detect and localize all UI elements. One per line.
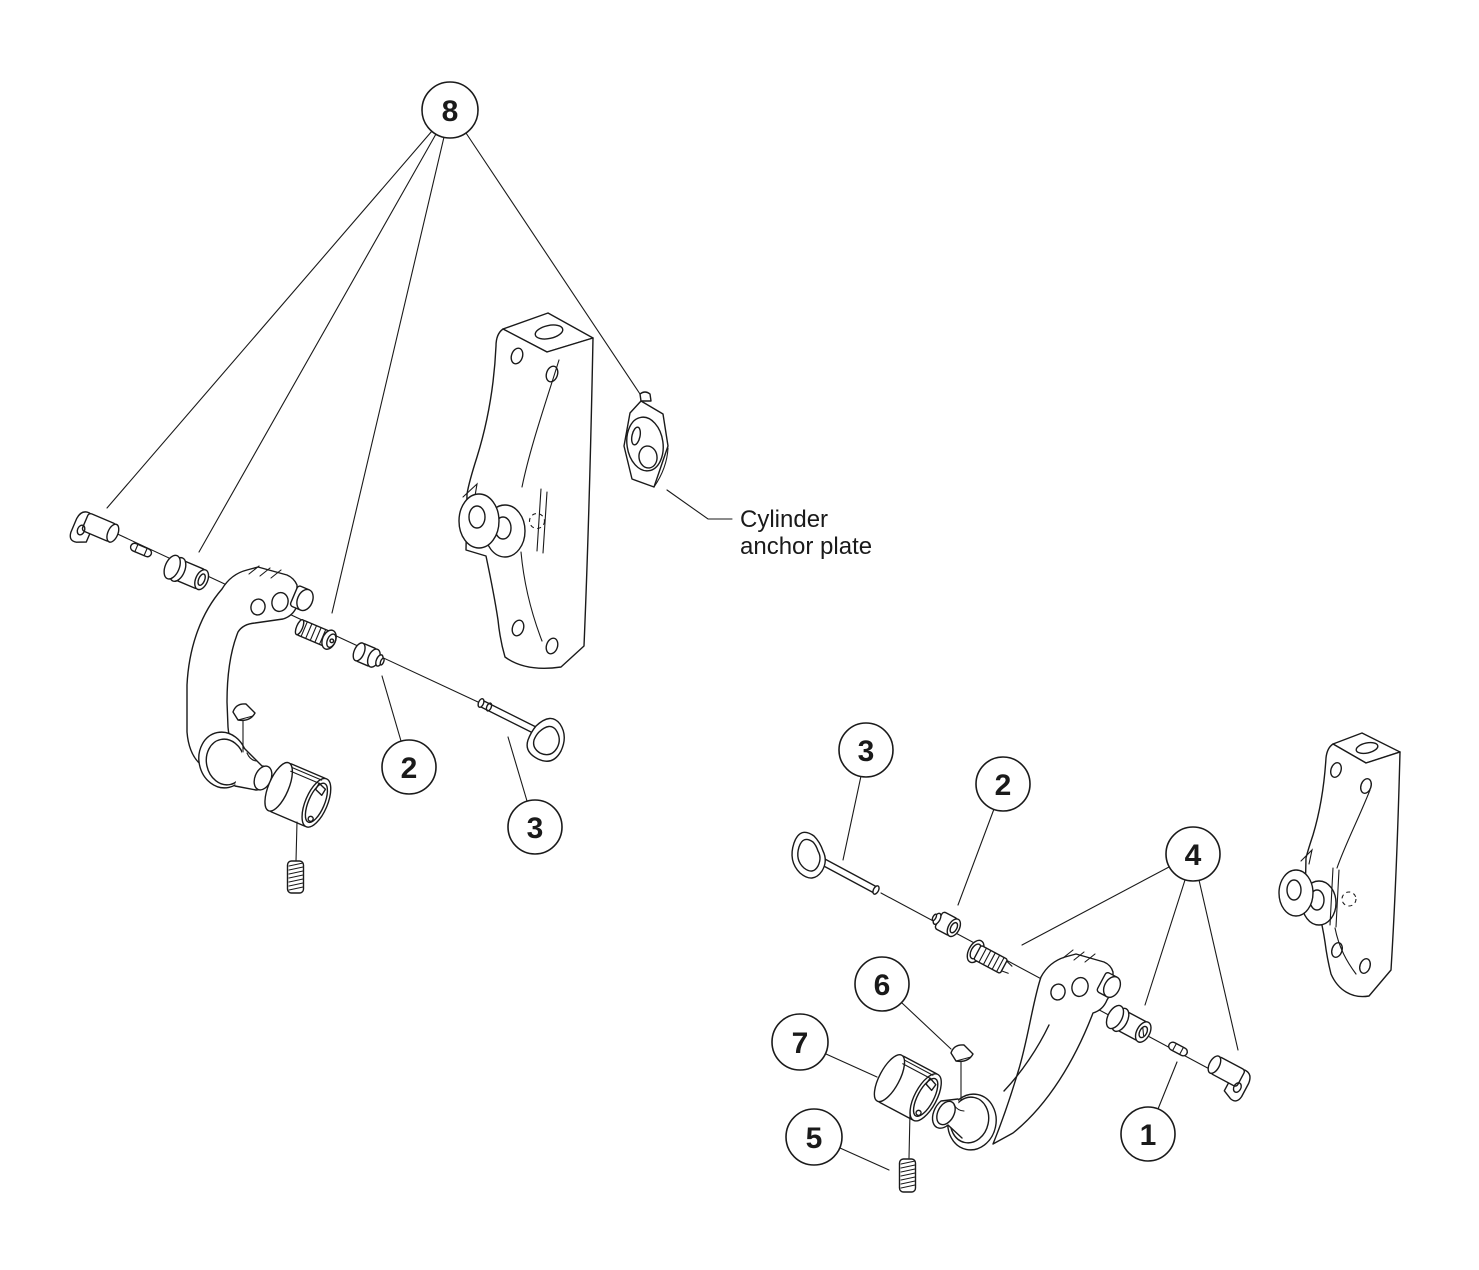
left-spindle [294, 619, 337, 650]
callout-right-4-number: 4 [1185, 839, 1202, 872]
anchor-plate-label-line1: Cylinder [740, 506, 828, 533]
right-spanner-key [791, 831, 880, 895]
left-connector-pin [129, 542, 153, 558]
left-clevis-pin [69, 511, 120, 543]
callout-8-number: 8 [442, 95, 459, 128]
anchor-plate-label-line2: anchor plate [740, 533, 872, 560]
callout-left-2: 2 [381, 675, 437, 795]
right-lever-handle [931, 949, 1122, 1151]
right-cylinder-screw-line [908, 1111, 911, 1159]
right-clevis-pin [1207, 1055, 1251, 1102]
left-cylinder-screw-line [295, 821, 298, 862]
left-ferrule [352, 642, 385, 668]
callout-right-5: 5 [785, 1108, 890, 1171]
callout-right-5-number: 5 [806, 1122, 823, 1155]
right-wedge-key [950, 1044, 974, 1101]
callout-left-2-number: 2 [401, 752, 418, 785]
callout-left-3: 3 [507, 736, 563, 855]
left-mount-bracket [458, 312, 594, 669]
right-bushing [1105, 1004, 1152, 1043]
callout-right-1-number: 1 [1140, 1119, 1157, 1152]
left-lock-cylinder [264, 761, 332, 828]
right-set-screw [898, 1158, 917, 1193]
callout-right-2-number: 2 [995, 769, 1012, 802]
cylinder-anchor-plate [623, 391, 669, 488]
left-bracket-dashed-hole [528, 512, 546, 530]
anchor-plate-label: Cylinder anchor plate [666, 489, 872, 560]
callout-right-7-number: 7 [792, 1027, 809, 1060]
right-assembly: 3 2 4 6 7 5 [771, 722, 1401, 1193]
right-ferrule [931, 911, 962, 938]
left-bushing [163, 554, 210, 591]
left-wedge-key [232, 703, 256, 753]
right-mount-bracket [1278, 732, 1401, 998]
callout-right-4: 4 [1021, 826, 1239, 1051]
callout-right-6-number: 6 [874, 969, 891, 1002]
right-lock-cylinder [873, 1054, 942, 1122]
right-bracket-dashed-hole [1341, 891, 1357, 907]
callout-right-1: 1 [1120, 1061, 1178, 1162]
callout-right-2: 2 [957, 756, 1031, 906]
left-spanner-key [477, 698, 565, 762]
callout-8-leaders [106, 130, 641, 614]
callout-right-6: 6 [854, 956, 952, 1050]
left-set-screw [286, 860, 305, 894]
left-assembly: Cylinder anchor plate 8 2 3 [69, 81, 872, 894]
anchor-plate-leader [666, 489, 733, 520]
right-spindle [966, 939, 1013, 974]
callout-right-3: 3 [838, 722, 894, 861]
callout-left-3-number: 3 [527, 812, 544, 845]
right-connector-pin [1168, 1041, 1188, 1057]
callout-8: 8 [421, 81, 479, 139]
left-lever-handle [186, 565, 314, 791]
callout-right-3-number: 3 [858, 735, 875, 768]
callout-right-7: 7 [771, 1013, 878, 1078]
